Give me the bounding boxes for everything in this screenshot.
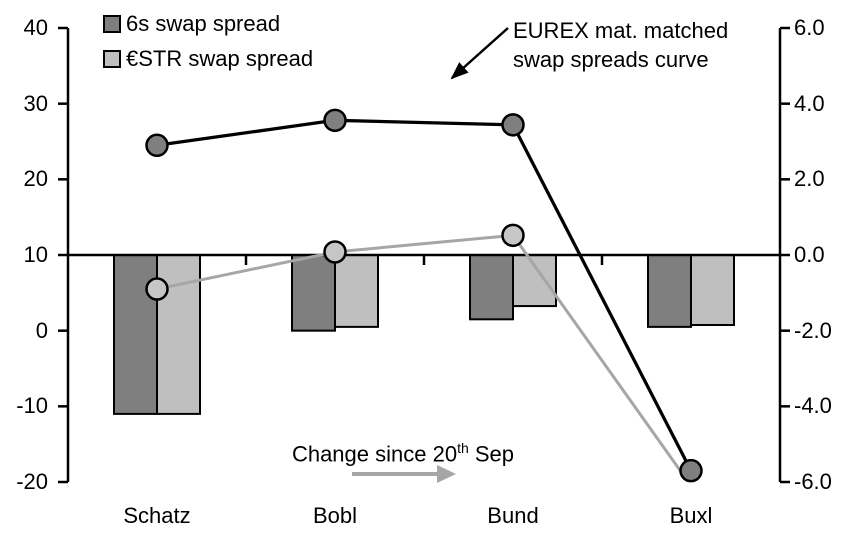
marker-estr-schatz bbox=[145, 277, 169, 301]
right-axis-tick-label: 4.0 bbox=[794, 90, 825, 116]
annotation-arrows bbox=[352, 27, 509, 483]
right-axis-tick-label: -2.0 bbox=[794, 317, 832, 343]
bar-estr-bobl bbox=[334, 254, 379, 328]
left-axis-tick-label: 40 bbox=[23, 15, 48, 40]
bar-6s-schatz bbox=[113, 254, 158, 415]
bar-6s-buxl bbox=[647, 254, 692, 328]
right-axis-tick-label: -4.0 bbox=[794, 393, 832, 419]
right-axis-tick-label: 2.0 bbox=[794, 166, 825, 192]
legend-item-6s: 6s swap spread bbox=[103, 13, 280, 35]
bar-6s-bobl bbox=[291, 254, 336, 332]
legend-item-estr: €STR swap spread bbox=[103, 48, 313, 70]
marker-estr-bobl bbox=[323, 240, 347, 264]
left-axis-tick-label: 10 bbox=[23, 242, 48, 267]
change-annotation-arrow bbox=[352, 465, 456, 483]
bar-estr-schatz bbox=[156, 254, 201, 415]
curve-annotation-text: EUREX mat. matched swap spreads curve bbox=[513, 16, 728, 74]
left-axis-tick-label: 0 bbox=[35, 317, 48, 343]
curve-annotation-arrow bbox=[450, 27, 509, 80]
line-series-group bbox=[145, 108, 703, 483]
curve-annotation-line2: swap spreads curve bbox=[513, 47, 709, 72]
line-estr-swap-spread bbox=[156, 233, 691, 482]
legend-swatch-estr-icon bbox=[103, 50, 121, 68]
marker-6s-bund bbox=[501, 113, 525, 137]
change-annotation-superscript: th bbox=[457, 440, 469, 456]
legend-swatch-6s-icon bbox=[103, 15, 121, 33]
legend-label-estr: €STR swap spread bbox=[126, 46, 314, 71]
category-label-bund: Bund bbox=[487, 503, 539, 528]
marker-6s-bobl bbox=[323, 108, 347, 133]
line-6s-swap-spread bbox=[156, 118, 693, 472]
left-axis-tick-label: 30 bbox=[23, 90, 48, 116]
left-axis-tick-label: -10 bbox=[16, 393, 48, 419]
curve-annotation-line1: EUREX mat. matched bbox=[513, 18, 729, 43]
bar-estr-bund bbox=[512, 254, 557, 308]
right-axis-tick-label: 6.0 bbox=[794, 15, 825, 40]
left-axis-tick-label: -20 bbox=[16, 469, 48, 494]
axes-group bbox=[58, 26, 790, 484]
bar-6s-bund bbox=[469, 254, 514, 321]
category-label-bobl: Bobl bbox=[312, 503, 358, 528]
category-label-schatz: Schatz bbox=[123, 503, 191, 528]
change-annotation-text: Change since 20th Sep bbox=[291, 440, 515, 467]
left-axis-tick-label: 20 bbox=[23, 166, 48, 192]
marker-estr-bund bbox=[501, 223, 525, 248]
right-axis-tick-label: 0.0 bbox=[794, 242, 825, 267]
marker-6s-schatz bbox=[145, 133, 169, 158]
right-axis-tick-label: -6.0 bbox=[794, 469, 832, 494]
bar-estr-buxl bbox=[690, 254, 735, 326]
category-label-buxl: Buxl bbox=[669, 503, 713, 528]
marker-6s-buxl bbox=[679, 458, 703, 483]
legend-label-6s: 6s swap spread bbox=[126, 11, 281, 36]
